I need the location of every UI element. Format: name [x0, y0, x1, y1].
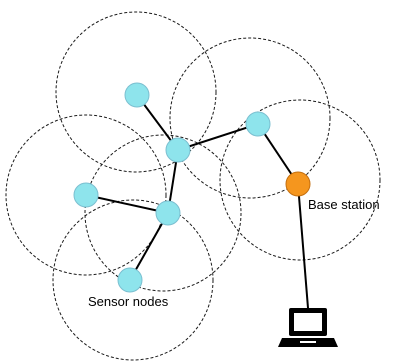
base-station-node	[285, 171, 311, 197]
range-circle	[52, 199, 214, 361]
sensor-node	[117, 267, 143, 293]
link	[177, 123, 259, 151]
range-circle	[219, 99, 381, 261]
range-circle	[5, 114, 167, 276]
sensor-node	[165, 137, 191, 163]
range-circles	[5, 11, 381, 361]
link	[129, 212, 169, 281]
laptop-icon	[278, 308, 338, 347]
base-station-label: Base station	[308, 197, 380, 212]
range-circle	[55, 11, 217, 173]
link	[85, 194, 169, 214]
range-circle	[169, 37, 331, 199]
sensor-nodes-label: Sensor nodes	[88, 294, 169, 309]
sensor-node	[245, 111, 271, 137]
sensor-node	[124, 82, 150, 108]
sensor-node	[155, 200, 181, 226]
sensor-node	[73, 182, 99, 208]
range-circle	[84, 134, 242, 292]
sensor-nodes	[73, 82, 271, 293]
link	[297, 183, 309, 309]
